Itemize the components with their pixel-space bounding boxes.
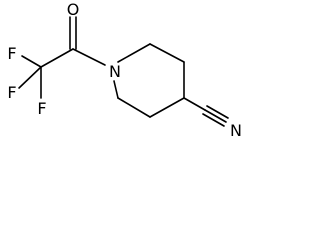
atom-label-oxygen: O [67,0,80,19]
bond-nitrile-triple-c [202,113,225,127]
atom-labels: O N F F F N [7,0,242,140]
bond-ring-c6-n [113,80,119,99]
atom-label-ring-nitrogen: N [109,62,121,81]
atom-label-fluorine-top: F [7,44,16,63]
bond-ring-c5-c6 [117,97,151,118]
bond-c4-nitrile-carbon [183,97,206,111]
bond-ring-n-c2 [117,43,151,63]
bond-ring-c2-c3 [149,43,185,63]
atom-label-fluorine-bottom: F [37,99,46,118]
bond-c-f-left [18,66,42,89]
bonds [18,16,229,127]
bond-carbonyl-n [72,48,106,66]
bond-ring-c4-c5 [149,97,185,118]
atom-label-nitrile-nitrogen: N [230,121,242,140]
bond-nitrile-triple-a [204,109,227,123]
chemical-structure: O N F F F N [7,0,242,140]
bond-c-f-top [21,55,42,68]
atom-label-fluorine-left: F [7,83,16,102]
bond-cf3-carbonyl [40,48,74,68]
bond-nitrile-triple-b [206,105,229,119]
